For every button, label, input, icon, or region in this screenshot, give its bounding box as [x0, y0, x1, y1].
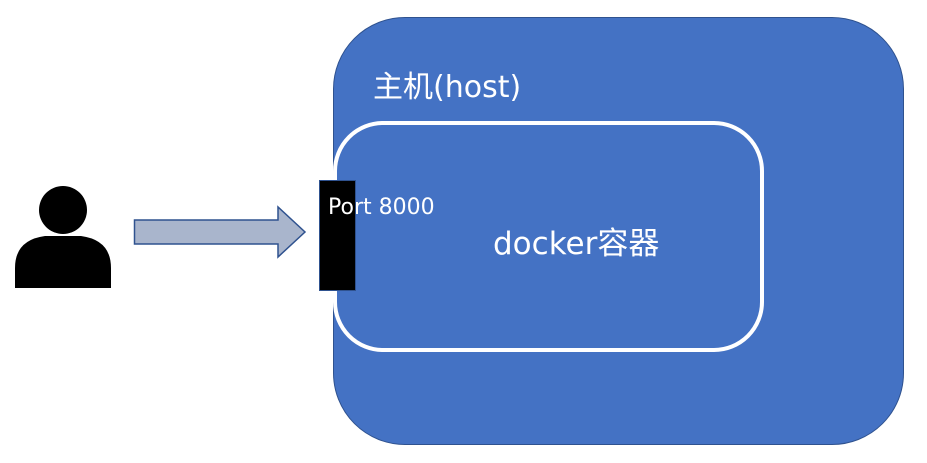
right-arrow-icon — [133, 205, 307, 259]
docker-container-label: docker容器 — [493, 226, 660, 262]
port-block — [319, 180, 356, 291]
person-icon — [15, 186, 111, 288]
host-box — [333, 17, 904, 445]
host-label: 主机(host) — [373, 70, 522, 105]
port-label: Port 8000 — [328, 195, 435, 220]
